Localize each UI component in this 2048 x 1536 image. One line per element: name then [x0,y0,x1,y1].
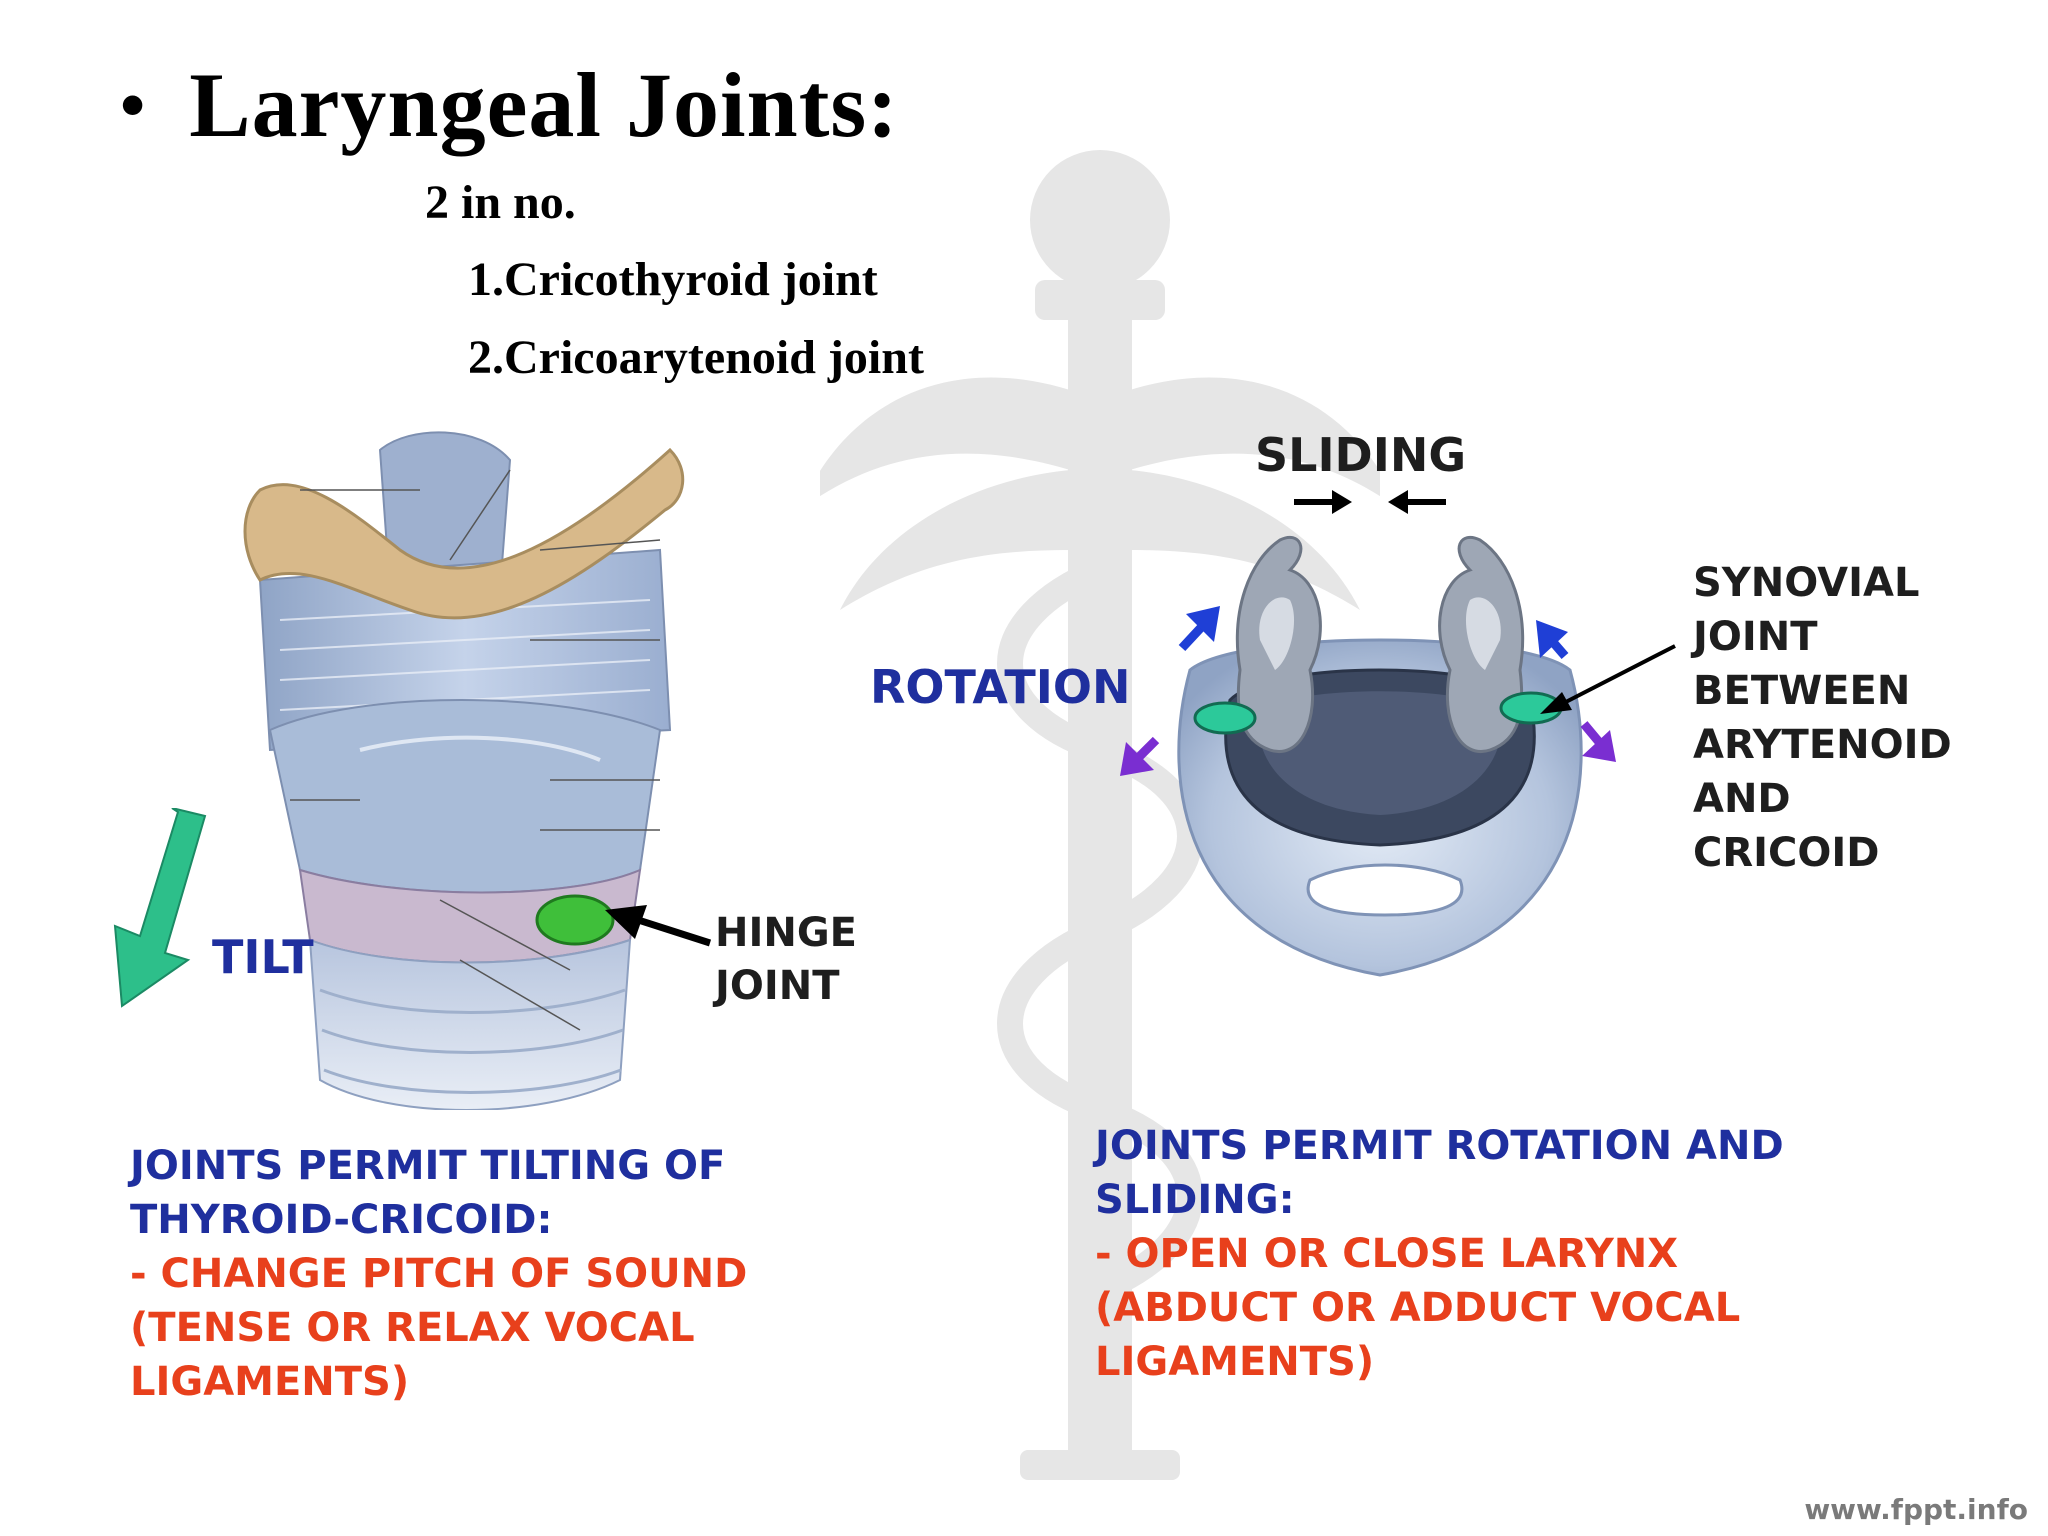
arrows-converge-icon [1294,490,1446,514]
footer-url: www.fppt.info [1804,1493,2028,1526]
caduceus-watermark-icon [820,150,1380,1480]
right-caption-red-1: - OPEN OR CLOSE LARYNX [1095,1231,1679,1277]
joint-count: 2 in no. [425,176,576,229]
list-item-cricothyroid: 1.Cricothyroid joint [468,253,878,306]
synovial-line-4: ARYTENOID [1693,722,1952,768]
synovial-pointer-arrow-icon [1540,644,1676,714]
synovial-line-2: JOINT [1693,614,1818,660]
hinge-label-line1: HINGE [715,910,857,956]
left-caption-red-3: LIGAMENTS) [130,1359,410,1405]
sliding-label: SLIDING [1255,428,1467,482]
synovial-joint-label: SYNOVIAL JOINT BETWEEN ARYTENOID AND CRI… [1693,556,1952,880]
list-item-cricoarytenoid: 2.Cricoarytenoid joint [468,331,924,384]
synovial-line-3: BETWEEN [1693,668,1911,714]
hinge-label-line2: JOINT [715,963,840,1009]
arrow-left-icon [605,905,712,947]
arrow-down-left-icon [113,808,207,1008]
synovial-line-1: SYNOVIAL [1693,560,1920,606]
cricoid-arytenoid-illustration [1177,535,1583,977]
slide-title: Laryngeal Joints: [189,54,899,156]
tilt-label: TILT [212,930,314,984]
curved-rotation-arrows-icon [1120,606,1616,776]
right-caption-red-3: LIGAMENTS) [1095,1339,1375,1385]
synovial-line-5: AND [1693,776,1791,822]
left-caption-red-1: - CHANGE PITCH OF SOUND [130,1251,748,1297]
title-bullet: • [120,64,146,145]
left-caption-blue-2: THYROID-CRICOID: [130,1197,553,1243]
left-caption-red-2: (TENSE OR RELAX VOCAL [130,1305,695,1351]
larynx-illustration [243,431,685,1110]
right-caption-red-2: (ABDUCT OR ADDUCT VOCAL [1095,1285,1741,1331]
left-caption-blue-1: JOINTS PERMIT TILTING OF [130,1143,726,1189]
left-synovial-joint-marker [1193,701,1257,735]
synovial-line-6: CRICOID [1693,830,1880,876]
title-row: • Laryngeal Joints: [120,52,899,158]
rotation-label: ROTATION [870,660,1131,714]
right-caption-blue-1: JOINTS PERMIT ROTATION AND [1095,1123,1784,1169]
hinge-joint-marker [535,894,615,946]
right-caption-blue-2: SLIDING: [1095,1177,1295,1223]
